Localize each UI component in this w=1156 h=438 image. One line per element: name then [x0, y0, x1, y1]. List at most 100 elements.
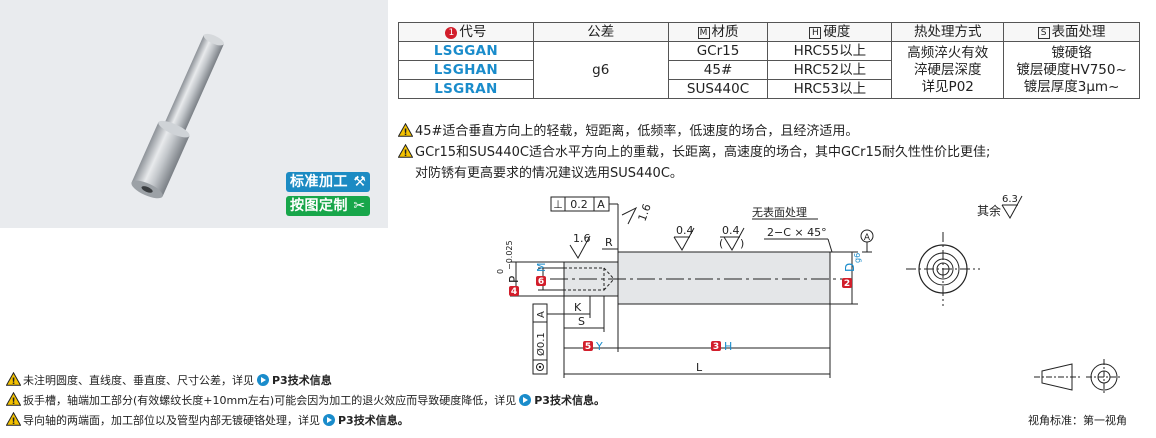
- m-mark-icon: M: [697, 26, 710, 39]
- svg-text:g6: g6: [853, 253, 862, 263]
- right-dimensions: 2 D g6: [830, 251, 862, 305]
- svg-text:4: 4: [511, 287, 517, 297]
- note-line: !45#适合垂直方向上的轻载，短距离，低频率，低速度的场合，且经济适用。: [398, 121, 990, 142]
- svg-text:Y: Y: [595, 340, 603, 353]
- warning-icon: !: [398, 144, 413, 158]
- svg-text:P: P: [507, 276, 521, 283]
- svg-text:Ø0.1: Ø0.1: [535, 332, 547, 356]
- warning-icon: !: [6, 372, 21, 386]
- shaft-outline: [550, 251, 845, 305]
- svg-text:0.4: 0.4: [722, 224, 740, 237]
- custom-drawing-badge[interactable]: 按图定制 ✂: [286, 196, 370, 216]
- tech-info-link[interactable]: P3技术信息: [272, 374, 332, 387]
- roughness-mid: 0.4 0.4 ( ): [673, 224, 745, 251]
- svg-text:2−C × 45°: 2−C × 45°: [767, 226, 827, 239]
- roughness-left: 1.6 R: [569, 232, 618, 259]
- link-arrow-icon: [257, 374, 269, 386]
- surface-cell: 镀硬铬 镀层硬度HV750~ 镀层厚度3μm~: [1003, 41, 1140, 99]
- hardness-cell: HRC52以上: [767, 60, 893, 80]
- svg-text:2: 2: [844, 279, 850, 289]
- svg-text:0: 0: [496, 269, 505, 274]
- svg-text:5: 5: [585, 342, 591, 352]
- perp-datum: A: [597, 198, 605, 211]
- table-row: LSGRAN SUS440C HRC53以上: [398, 79, 1140, 99]
- tech-info-link[interactable]: P3技术信息。: [338, 414, 409, 427]
- heat-treatment-cell: 高频淬火有效 淬硬层深度 详见P02: [891, 41, 1005, 99]
- coaxiality-frame: A Ø0.1: [532, 303, 564, 375]
- perpendicularity-frame: ⊥ 0.2 A: [550, 196, 619, 252]
- svg-text:!: !: [11, 377, 15, 386]
- svg-text:!: !: [403, 128, 407, 137]
- rest-roughness: 6.3: [1001, 194, 1023, 219]
- svg-text:6: 6: [538, 277, 544, 287]
- table-row: LSGGAN g6 GCr15 HRC55以上 高频淬火有效 淬硬层深度 详见P…: [398, 41, 1140, 99]
- svg-text:H: H: [724, 340, 732, 353]
- svg-text:): ): [740, 237, 744, 250]
- standard-processing-label: 标准加工: [290, 174, 348, 190]
- shaft-photo: [131, 33, 224, 199]
- svg-text:A: A: [864, 233, 871, 243]
- h-mark-icon: H: [809, 26, 822, 39]
- bottom-dimensions: K S 5 Y 3 H L: [563, 296, 831, 378]
- warning-icon: !: [6, 392, 21, 406]
- custom-drawing-label: 按图定制: [290, 198, 348, 214]
- warning-icon: !: [398, 123, 413, 137]
- projection-symbol: [1034, 359, 1122, 395]
- bottom-note: !扳手槽，轴端加工部分(有效螺纹长度+10mm左右)可能会因为加工的退火效应而导…: [6, 391, 605, 411]
- svg-text:!: !: [403, 149, 407, 158]
- chamfer-roughness: 1.6: [621, 202, 654, 225]
- svg-text:D: D: [843, 263, 857, 272]
- product-photo-panel: 标准加工 ⚒ 按图定制 ✂: [0, 0, 388, 228]
- svg-text:K: K: [574, 301, 582, 314]
- svg-text:A: A: [536, 311, 547, 318]
- note-line: 对防锈有更高要求的情况建议选用SUS440C。: [415, 166, 683, 181]
- svg-text:1.6: 1.6: [573, 232, 591, 245]
- code-cell[interactable]: LSGRAN: [398, 79, 534, 99]
- svg-text:!: !: [11, 417, 15, 426]
- material-cell: SUS440C: [667, 79, 769, 99]
- hardness-cell: HRC53以上: [767, 79, 893, 99]
- standard-processing-badge[interactable]: 标准加工 ⚒: [286, 172, 371, 192]
- tool-icon: ✂: [353, 198, 366, 214]
- header-tolerance: 公差: [532, 22, 669, 42]
- material-cell: GCr15: [667, 41, 769, 61]
- rest-roughness-label: 其余: [977, 204, 1002, 218]
- s-mark-icon: S: [1037, 26, 1050, 39]
- svg-text:L: L: [696, 361, 703, 374]
- svg-text:6.3: 6.3: [1002, 194, 1018, 205]
- perp-tol: 0.2: [570, 198, 588, 211]
- usage-notes: !45#适合垂直方向上的轻载，短距离，低频率，低速度的场合，且经济适用。 !GC…: [398, 121, 990, 184]
- svg-text:!: !: [11, 397, 15, 406]
- svg-text:R: R: [605, 236, 613, 249]
- end-view: [906, 232, 980, 306]
- note-line: !GCr15和SUS440C适合水平方向上的重载，长距离，高速度的场合，其中GC…: [398, 142, 990, 163]
- link-arrow-icon: [323, 414, 335, 426]
- svg-text:S: S: [578, 315, 585, 328]
- table-row: LSGHAN 45# HRC52以上: [398, 60, 1140, 80]
- link-arrow-icon: [519, 394, 532, 406]
- svg-text:−0.025: −0.025: [505, 240, 514, 270]
- number-1-icon: 1: [445, 26, 458, 39]
- perp-symbol: ⊥: [553, 198, 563, 211]
- tolerance-cell: g6: [532, 41, 669, 99]
- end-annotations: 无表面处理 2−C × 45° A: [752, 205, 874, 253]
- tech-info-link[interactable]: P3技术信息。: [534, 394, 605, 407]
- svg-text:无表面处理: 无表面处理: [752, 205, 807, 219]
- svg-text:1.6: 1.6: [636, 202, 654, 223]
- svg-text:(: (: [719, 237, 723, 250]
- left-dimensions: 4 P 0 −0.025 6 M: [496, 240, 564, 297]
- svg-text:0.4: 0.4: [676, 224, 694, 237]
- view-standard-label: 视角标准：第一视角: [1028, 414, 1127, 427]
- warning-icon: !: [6, 412, 21, 426]
- wrench-icon: ⚒: [353, 174, 367, 190]
- hardness-cell: HRC55以上: [767, 41, 893, 61]
- svg-text:3: 3: [713, 342, 719, 352]
